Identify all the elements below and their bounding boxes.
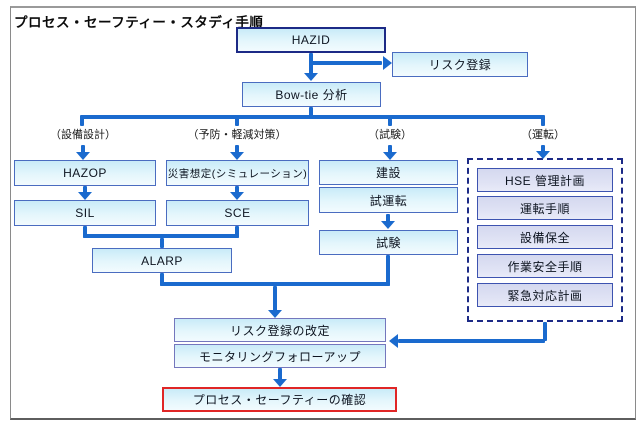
connector-line bbox=[81, 145, 85, 153]
connector-line bbox=[160, 282, 390, 286]
flow-node-risk-register: リスク登録 bbox=[392, 52, 528, 77]
connector-line bbox=[235, 117, 239, 126]
flow-node-commissioning: 試運転 bbox=[319, 187, 458, 213]
flow-node-hse-management-plan: HSE 管理計画 bbox=[477, 168, 613, 192]
connector-line bbox=[80, 117, 84, 126]
arrowhead-down-icon bbox=[230, 192, 244, 200]
flow-node-hazid: HAZID bbox=[236, 27, 386, 53]
flow-node-monitoring-followup: モニタリングフォローアップ bbox=[174, 344, 386, 368]
flow-node-work-safety-procedures: 作業安全手順 bbox=[477, 254, 613, 278]
branch-label-prevention-mitigation: （予防・軽減対策） bbox=[187, 129, 287, 141]
arrowhead-down-icon bbox=[273, 379, 287, 387]
connector-line bbox=[235, 226, 239, 238]
connector-line bbox=[309, 107, 313, 117]
connector-line bbox=[83, 226, 87, 238]
connector-line bbox=[398, 339, 545, 343]
flow-node-equipment-maintenance: 設備保全 bbox=[477, 225, 613, 249]
arrowhead-down-icon bbox=[230, 152, 244, 160]
arrowhead-down-icon bbox=[383, 152, 397, 160]
connector-line bbox=[83, 186, 87, 193]
branch-label-testing: （試験） bbox=[368, 129, 412, 141]
connector-line bbox=[311, 61, 382, 65]
flow-node-operation-procedures: 運転手順 bbox=[477, 196, 613, 220]
flow-node-emergency-response-plan: 緊急対応計画 bbox=[477, 283, 613, 307]
flow-node-process-safety-confirmation: プロセス・セーフティーの確認 bbox=[162, 387, 397, 412]
arrowhead-down-icon bbox=[304, 73, 318, 81]
flow-node-hazop: HAZOP bbox=[14, 160, 156, 186]
connector-line bbox=[80, 115, 545, 119]
branch-label-equipment-design: （設備設計） bbox=[50, 129, 116, 141]
connector-line bbox=[543, 322, 547, 341]
flow-node-construction: 建設 bbox=[319, 160, 458, 185]
connector-line bbox=[273, 286, 277, 311]
connector-line bbox=[386, 255, 390, 286]
flow-node-sce: SCE bbox=[166, 200, 309, 226]
connector-line bbox=[160, 273, 164, 286]
arrowhead-down-icon bbox=[76, 152, 90, 160]
connector-line bbox=[388, 117, 392, 126]
arrowhead-right-icon bbox=[383, 56, 392, 70]
branch-label-operation: （運転） bbox=[521, 129, 565, 141]
connector-line bbox=[235, 145, 239, 153]
connector-line bbox=[386, 214, 390, 222]
connector-line bbox=[160, 238, 164, 248]
flow-node-risk-register-revision: リスク登録の改定 bbox=[174, 318, 386, 342]
arrowhead-down-icon bbox=[78, 192, 92, 200]
arrowhead-down-icon bbox=[536, 151, 550, 159]
arrowhead-down-icon bbox=[268, 310, 282, 318]
operation-group-dashed-box bbox=[467, 158, 623, 322]
connector-line bbox=[235, 186, 239, 193]
connector-line bbox=[388, 145, 392, 153]
arrowhead-left-icon bbox=[389, 334, 398, 348]
connector-line bbox=[83, 234, 239, 238]
flow-node-bowtie-analysis: Bow-tie 分析 bbox=[242, 82, 381, 107]
flow-node-disaster-simulation: 災害想定(シミュレーション) bbox=[166, 160, 309, 186]
page-title: プロセス・セーフティー・スタディ手順 bbox=[14, 15, 264, 30]
flow-node-sil: SIL bbox=[14, 200, 156, 226]
flow-node-alarp: ALARP bbox=[92, 248, 232, 273]
connector-line bbox=[541, 145, 545, 153]
connector-line bbox=[541, 117, 545, 126]
connector-line bbox=[278, 368, 282, 380]
flow-node-test: 試験 bbox=[319, 230, 458, 255]
arrowhead-down-icon bbox=[381, 221, 395, 229]
